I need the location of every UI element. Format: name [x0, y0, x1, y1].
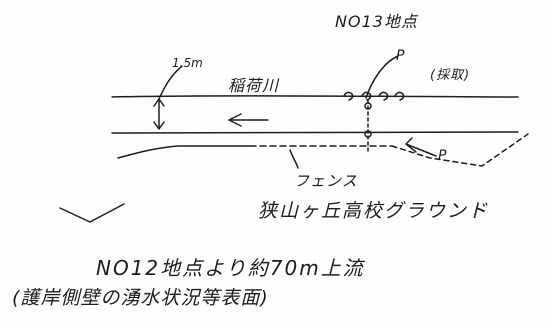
river-name-label: 稲荷川 — [228, 76, 280, 95]
fence-pointer — [289, 149, 299, 169]
bank-slope-mark — [59, 203, 125, 223]
width-label: 1.5m — [172, 56, 203, 70]
seep-mark-2 — [361, 91, 372, 101]
river-upper-bank — [111, 95, 519, 98]
ground-label: 狭山ヶ丘高校グラウンド — [258, 200, 490, 222]
seep-mark-3 — [378, 91, 389, 101]
point-top-label: P — [396, 48, 406, 64]
section-dot-bottom — [364, 130, 372, 138]
width-dimension-arrow — [153, 98, 165, 130]
description-caption: (護岸側壁の湧水状況等表面) — [12, 287, 269, 309]
seep-mark-4 — [394, 91, 405, 101]
location-caption: NO12地点より約70m上流 — [96, 256, 365, 280]
section-dot-top — [364, 102, 372, 110]
river-lower-bank — [111, 131, 519, 134]
width-leader-line — [158, 65, 183, 100]
flow-arrow — [228, 113, 269, 127]
sample-note-label: (採取) — [430, 68, 471, 83]
station-label: NO13地点 — [335, 12, 418, 31]
bottom-point-arrow — [405, 137, 437, 157]
point-bottom-label: P — [438, 148, 448, 164]
fence-label: フェンス — [294, 172, 358, 190]
fence-dashed-slope — [391, 133, 529, 167]
sample-leader-line — [365, 55, 399, 99]
seep-mark-1 — [343, 91, 354, 101]
fence-solid-line — [117, 145, 251, 159]
